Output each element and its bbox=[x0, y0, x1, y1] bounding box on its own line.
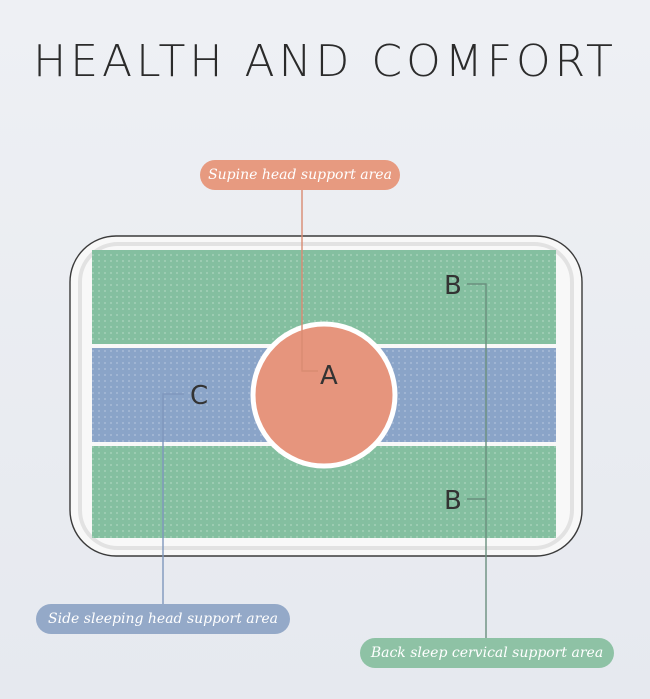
leader-c bbox=[162, 393, 184, 604]
zone-a-circle bbox=[250, 321, 398, 469]
zone-b-top-label: B bbox=[444, 271, 462, 301]
zone-c-label: C bbox=[190, 381, 208, 411]
zone-a-label: A bbox=[320, 361, 338, 391]
page-title: HEALTH AND COMFORT bbox=[33, 36, 617, 87]
callout-supine: Supine head support area bbox=[200, 160, 400, 190]
callout-back: Back sleep cervical support area bbox=[360, 638, 614, 668]
zone-b-bottom-label: B bbox=[444, 486, 462, 516]
leader-b bbox=[467, 283, 487, 638]
callout-side: Side sleeping head support area bbox=[36, 604, 290, 634]
leader-a bbox=[301, 190, 318, 372]
pillow-inner-edge bbox=[78, 242, 574, 550]
